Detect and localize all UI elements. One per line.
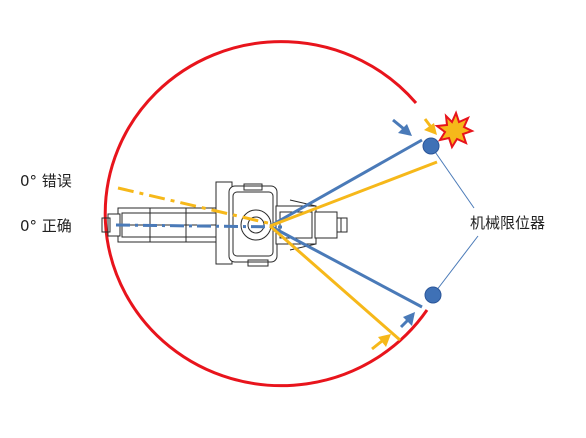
blue-arrow-upper [392,118,412,136]
correct-zero-label: 0° 正确 [20,217,72,235]
wrong-zero-label: 0° 错误 [20,172,72,190]
range-boundary-arc [103,40,429,388]
robot-arm-topview [101,181,348,267]
yellow-limit-line-upper [269,160,438,228]
limiter-leader-lines [430,145,479,296]
yellow-arrow-upper [423,118,437,135]
correct-zero-axis-line [115,223,283,229]
mechanical-limiter-label: 机械限位器 [470,214,545,232]
yellow-arrow-lower [371,334,391,351]
collision-star-icon [434,110,475,150]
blue-limit-line-lower [269,224,423,309]
wrong-zero-axis-line [117,186,273,226]
limiter-dot-icon [422,137,440,155]
blue-arrow-lower [399,312,415,329]
yellow-limit-line-lower [269,224,401,342]
blue-limit-line-upper [269,138,423,228]
limiter-dot-icon [424,286,442,304]
